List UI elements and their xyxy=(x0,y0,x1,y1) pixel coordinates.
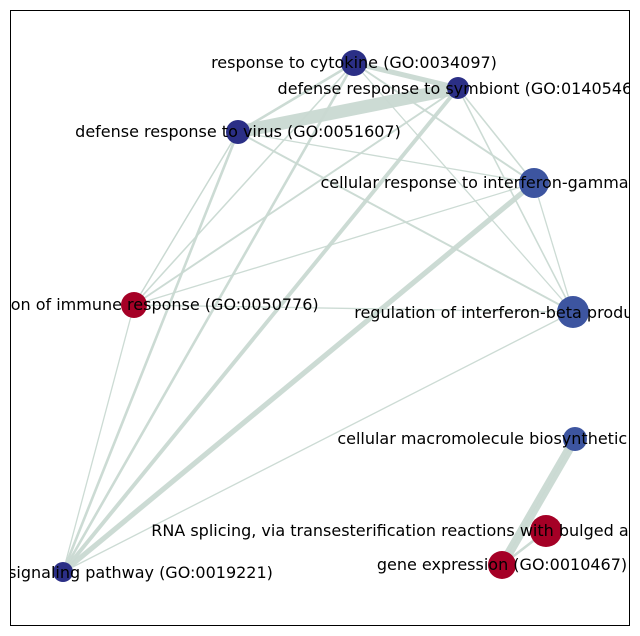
label-layer: response to cytokine (GO:0034097) defense… xyxy=(0,53,640,582)
node-label-ifng: cellular response to interferon-gamma (G… xyxy=(320,173,640,192)
edge-signaling-virus xyxy=(61,131,240,573)
node-label-ifnb: regulation of interferon-beta production… xyxy=(354,303,640,322)
plot-frame xyxy=(10,10,630,626)
node-ifnb[interactable] xyxy=(557,296,589,328)
node-ifng[interactable] xyxy=(519,168,549,198)
node-label-immune: regulation of immune response (GO:005077… xyxy=(0,295,319,314)
edge-signaling-symbiont xyxy=(61,86,460,574)
edge-immune-ifnb xyxy=(133,304,574,313)
node-label-gene: gene expression (GO:0010467) xyxy=(377,555,627,574)
edge-virus-ifnb xyxy=(237,131,574,313)
edge-cytokine-ifnb xyxy=(353,62,574,313)
edge-immune-symbiont xyxy=(133,87,459,306)
edge-gene-macro xyxy=(501,438,576,566)
node-label-signaling: cytokine-mediated signaling pathway (GO:… xyxy=(0,563,273,582)
edge-immune-cytokine xyxy=(133,62,355,306)
node-virus[interactable] xyxy=(226,120,250,144)
edge-cytokine-symbiont xyxy=(353,60,459,91)
node-immune[interactable] xyxy=(121,292,147,318)
node-label-virus: defense response to virus (GO:0051607) xyxy=(75,122,401,141)
node-layer xyxy=(53,50,589,582)
edge-signaling-ifnb xyxy=(62,311,574,573)
edge-cytokine-virus xyxy=(237,61,355,134)
edge-ifng-signaling xyxy=(61,180,536,575)
edge-immune-ifng xyxy=(133,182,535,306)
edge-virus-ifng xyxy=(237,131,535,184)
edge-signaling-cytokine xyxy=(61,62,356,573)
edge-ifng-ifnb xyxy=(533,182,574,313)
edge-symbiont-ifng xyxy=(457,87,535,184)
edge-virus-immune xyxy=(133,131,239,306)
node-label-splicing: RNA splicing, via transesterification re… xyxy=(151,521,640,540)
node-cytokine[interactable] xyxy=(341,50,367,76)
node-gene[interactable] xyxy=(488,551,516,579)
node-symbiont[interactable] xyxy=(447,77,469,99)
edge-virus-symbiont xyxy=(236,81,460,139)
node-macro[interactable] xyxy=(563,427,587,451)
edge-signaling-immune xyxy=(62,304,135,573)
edge-cytokine-ifng xyxy=(353,62,535,184)
node-label-symbiont: defense response to symbiont (GO:0140546… xyxy=(278,79,639,98)
node-label-macro: cellular macromolecule biosynthetic proc… xyxy=(337,429,640,448)
node-label-cytokine: response to cytokine (GO:0034097) xyxy=(211,53,497,72)
node-splicing[interactable] xyxy=(530,515,562,547)
node-signaling[interactable] xyxy=(53,562,73,582)
edge-symbiont-ifnb xyxy=(457,87,574,313)
